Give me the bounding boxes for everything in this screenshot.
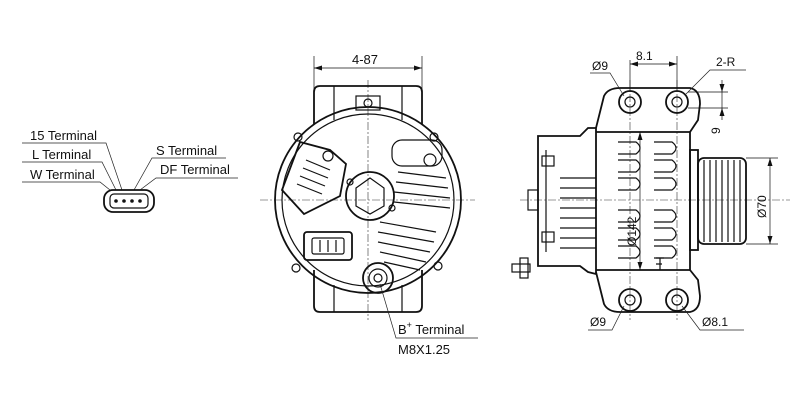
leader-l <box>22 161 117 191</box>
arrow-right <box>414 65 422 71</box>
rear-cover-tab-1 <box>541 155 555 167</box>
rim-bolt-2 <box>429 132 439 142</box>
dim-pulley-text: Ø70 <box>755 195 769 218</box>
dim-small-text: 9 <box>709 127 723 134</box>
front-connector-socket <box>303 231 353 261</box>
regulator-screw <box>322 150 334 162</box>
front-housing-inner <box>281 113 455 287</box>
arrow-left <box>314 65 322 71</box>
label-s-terminal: S Terminal <box>156 143 217 158</box>
lower-ear-left <box>618 288 642 312</box>
leader-b-plus <box>379 283 478 339</box>
side-view: Ø70 Ø142 8.1 Ø9 2-R 9 Ø9 Ø8.1 <box>511 49 790 331</box>
leader-bottom-hole-left <box>588 305 625 331</box>
connector-detail: 15 Terminal L Terminal W Terminal S Term… <box>22 128 238 213</box>
pulley <box>697 157 747 245</box>
label-w-terminal: W Terminal <box>30 167 95 182</box>
rear-cover-tab-2 <box>541 231 555 243</box>
lower-mount-ears <box>595 269 701 313</box>
dim-body-text: Ø142 <box>625 216 639 246</box>
rear-stud-nut <box>519 257 529 279</box>
rear-fins <box>560 177 596 249</box>
front-view: 4-87 <box>260 52 478 357</box>
leader-top-hole <box>590 72 625 97</box>
side-main-body <box>596 131 691 271</box>
b-plus-terminal-nut <box>368 268 388 288</box>
rim-bolt-4 <box>433 261 443 271</box>
rotor-hub-hex <box>355 177 385 215</box>
upper-hole-left <box>624 96 636 108</box>
top-mount-tab <box>355 95 381 111</box>
dim-radius-text: 2-R <box>716 55 736 69</box>
rim-bolt-1 <box>293 132 303 142</box>
upper-mount-ears <box>595 87 701 133</box>
rectifier-fins-lower <box>377 221 437 271</box>
pin-1 <box>114 199 118 203</box>
pulley-grooves <box>703 160 741 242</box>
label-df-terminal: DF Terminal <box>160 162 230 177</box>
dim-top-hole-text: Ø9 <box>592 59 608 73</box>
b-plus-terminal-outer <box>362 262 394 294</box>
pin-4 <box>138 199 142 203</box>
label-15-terminal: 15 Terminal <box>30 128 97 143</box>
regulator-fins <box>296 159 331 195</box>
b-plus-terminal-stud <box>373 273 383 283</box>
leader-s <box>133 157 226 191</box>
dim-bottom-hole-right-text: Ø8.1 <box>702 315 728 329</box>
leader-w <box>22 181 111 191</box>
side-marking <box>656 257 664 270</box>
rear-cover <box>537 127 597 276</box>
leader-df <box>139 177 238 191</box>
dim-bottom-hole-left-text: Ø9 <box>590 315 606 329</box>
pin-3 <box>130 199 134 203</box>
lower-hole-right <box>671 294 683 306</box>
dim-offset-text: 8.1 <box>636 49 653 63</box>
upper-ear-left <box>618 90 642 114</box>
rotor-hub <box>345 171 395 221</box>
leader-bottom-hole-right <box>681 305 744 331</box>
front-housing-outer <box>274 106 462 294</box>
hub-screw-2 <box>388 204 396 212</box>
top-mount-boss <box>313 85 423 124</box>
rim-bolt-3 <box>291 263 301 273</box>
hub-screw-1 <box>346 178 354 186</box>
leader-radius <box>685 69 746 95</box>
rectifier-fins-upper <box>391 139 451 209</box>
upper-ear-right <box>665 90 689 114</box>
rear-stud <box>511 263 531 273</box>
rear-cover-boss <box>527 189 539 211</box>
lower-ear-right <box>665 288 689 312</box>
lower-hole-left <box>624 294 636 306</box>
label-b-plus-thread: M8X1.25 <box>398 342 450 357</box>
bottom-mount-boss <box>313 270 423 313</box>
regulator-box <box>280 140 347 216</box>
pin-2 <box>122 199 126 203</box>
dim-mount-text: 4-87 <box>352 52 378 67</box>
connector-insert <box>109 193 149 209</box>
label-l-terminal: L Terminal <box>32 147 91 162</box>
label-b-plus-terminal: B+ Terminal <box>398 320 465 337</box>
leader-15 <box>22 142 123 191</box>
upper-hole-right <box>671 96 683 108</box>
front-connector-insert <box>311 237 345 255</box>
connector-housing <box>103 189 155 213</box>
